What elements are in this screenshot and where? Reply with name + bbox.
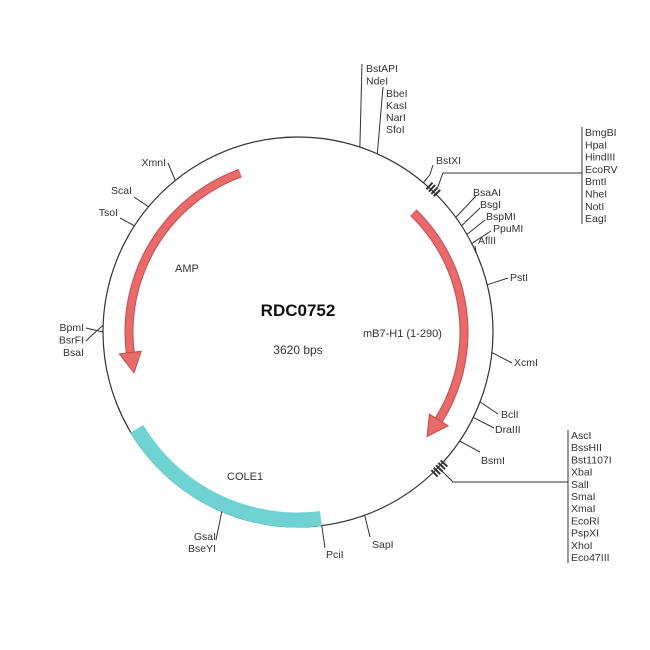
site-label-ecorv: EcoRV	[585, 164, 618, 176]
leader-bbei	[376, 86, 384, 154]
site-label-bsaai: BsaAI	[473, 187, 501, 199]
site-label-draiii: DraIII	[495, 424, 521, 436]
site-label-bsgi: BsgI	[480, 199, 501, 211]
site-label-asci: AscI	[571, 430, 591, 442]
site-label-hpai: HpaI	[585, 139, 607, 151]
site-label-eco47iii: Eco47III	[571, 552, 610, 564]
mcs2-cluster-tick	[430, 469, 439, 478]
leader-bsaai	[455, 195, 477, 218]
site-label-xcmi: XcmI	[514, 357, 538, 369]
site-label-bmti: BmtI	[585, 176, 607, 188]
leader-xmni	[167, 162, 176, 181]
leader-aflii	[474, 245, 477, 253]
mcs2-cluster-tick	[437, 462, 446, 470]
site-label-nhei: NheI	[585, 189, 607, 201]
site-label-bst1107i: Bst1107I	[571, 454, 612, 466]
site-label-bsmi: BsmI	[481, 455, 505, 467]
site-label-hindiii: HindIII	[585, 152, 615, 164]
site-label-xhoi: XhoI	[571, 540, 593, 552]
site-label-xbai: XbaI	[571, 467, 593, 479]
site-label-ndei: NdeI	[366, 76, 388, 88]
feature-label-mb7h1: mB7-H1 (1-290)	[363, 328, 442, 340]
leader-tsoi	[119, 217, 135, 227]
leader-xcmi	[491, 351, 513, 364]
mcs1-cluster-tick	[433, 189, 441, 197]
site-label-psti: PstI	[510, 272, 528, 284]
leader-bcli	[479, 401, 499, 415]
site-label-aflii: AflII	[478, 235, 496, 247]
site-label-xmai: XmaI	[571, 503, 596, 515]
leader-psti	[487, 277, 509, 286]
site-label-bseyi: BseYI	[188, 543, 216, 555]
leader-pcii	[321, 525, 326, 549]
leader-gsai	[215, 511, 223, 541]
leader-bstxi	[429, 164, 434, 176]
leader-bpmi	[85, 327, 104, 333]
leader-draiii	[473, 417, 495, 429]
site-label-sfoi: SfoI	[386, 124, 405, 136]
leader-ppumi	[471, 230, 492, 244]
leader-sapi	[364, 515, 371, 538]
leader-mcs1	[437, 172, 582, 188]
site-label-bcli: BclI	[501, 409, 519, 421]
site-label-ppumi: PpuMI	[493, 223, 523, 235]
leader-mcs2	[442, 471, 568, 483]
site-label-bspmi: BspMI	[486, 211, 516, 223]
site-label-kasi: KasI	[386, 100, 407, 112]
site-label-bstapi: BstAPI	[366, 63, 398, 75]
feature-label-cole1: COLE1	[227, 471, 263, 483]
site-label-bsai: BsaI	[63, 347, 84, 359]
site-label-nari: NarI	[386, 112, 406, 124]
leader-bsgi	[461, 207, 481, 227]
plasmid-name: RDC0752	[261, 301, 336, 320]
mcs2-cluster-tick	[433, 467, 441, 475]
site-label-xmni: XmnI	[141, 157, 166, 169]
feature-label-amp: AMP	[175, 263, 199, 275]
site-label-bsrfi: BsrFI	[59, 335, 84, 347]
site-label-ecori: EcoRI	[571, 515, 600, 527]
site-label-bbei: BbeI	[386, 88, 408, 100]
feature-cole1-band	[130, 424, 322, 528]
site-label-smai: SmaI	[571, 491, 596, 503]
bstxi-tick	[422, 174, 431, 183]
site-label-gsai: GsaI	[194, 531, 216, 543]
site-label-bsshii: BssHII	[571, 442, 602, 454]
leader-bspmi	[466, 219, 486, 235]
feature-mb7h1-arrow-arrowhead	[426, 413, 450, 438]
mcs2-cluster-tick	[435, 464, 444, 473]
site-label-bpmi: BpmI	[59, 322, 84, 334]
site-label-bstxi: BstXI	[436, 155, 461, 167]
site-label-tsoi: TsoI	[99, 207, 118, 219]
mcs2-cluster-tick	[440, 459, 449, 468]
feature-mb7h1-arrow	[410, 210, 468, 422]
site-label-eagi: EagI	[585, 213, 607, 225]
leader-bstapi	[359, 63, 363, 148]
site-label-sali: SalI	[571, 479, 589, 491]
plasmid-size: 3620 bps	[273, 343, 322, 357]
leader-bsrfi	[85, 324, 104, 342]
site-label-noti: NotI	[585, 201, 604, 213]
leader-bsmi	[459, 440, 481, 453]
site-label-bmgbi: BmgBI	[585, 127, 617, 139]
site-label-scai: ScaI	[111, 185, 132, 197]
mcs1-cluster-tick	[425, 181, 434, 190]
feature-amp-arrow-arrowhead	[118, 350, 142, 374]
site-label-pspxi: PspXI	[571, 528, 599, 540]
leader-scai	[133, 196, 149, 208]
mcs1-cluster-tick	[430, 186, 439, 195]
mcs1-cluster-tick	[428, 184, 436, 193]
feature-amp-arrow	[125, 169, 242, 354]
site-label-pcii: PciI	[326, 549, 344, 561]
site-label-sapi: SapI	[372, 539, 394, 551]
